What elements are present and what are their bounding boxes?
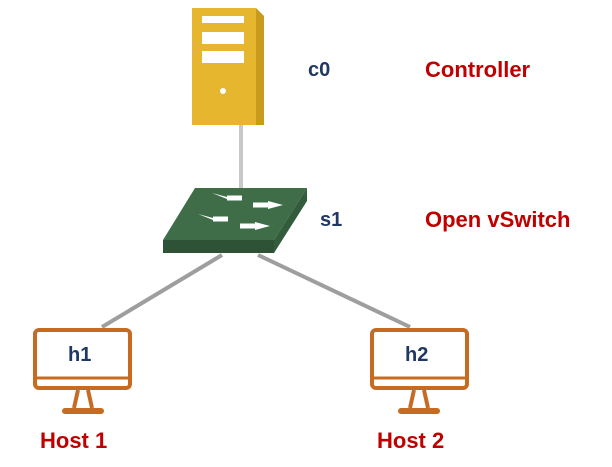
controller-role-label: Controller xyxy=(425,57,531,82)
switch-role-label: Open vSwitch xyxy=(425,207,571,232)
controller-id: c0 xyxy=(308,59,331,81)
network-switch-icon xyxy=(163,188,307,253)
monitor-icon xyxy=(33,328,132,414)
host1-id: h1 xyxy=(68,344,92,366)
monitor-icon xyxy=(370,328,469,414)
host2-id: h2 xyxy=(405,344,429,366)
host1-label: Host 1 xyxy=(40,428,108,453)
server-tower-icon xyxy=(192,8,264,125)
host2-label: Host 2 xyxy=(377,428,445,453)
switch-arrows xyxy=(198,193,283,230)
link-s1-h2 xyxy=(257,253,411,329)
link-s1-h1 xyxy=(100,253,224,329)
switch-id: s1 xyxy=(320,209,343,231)
